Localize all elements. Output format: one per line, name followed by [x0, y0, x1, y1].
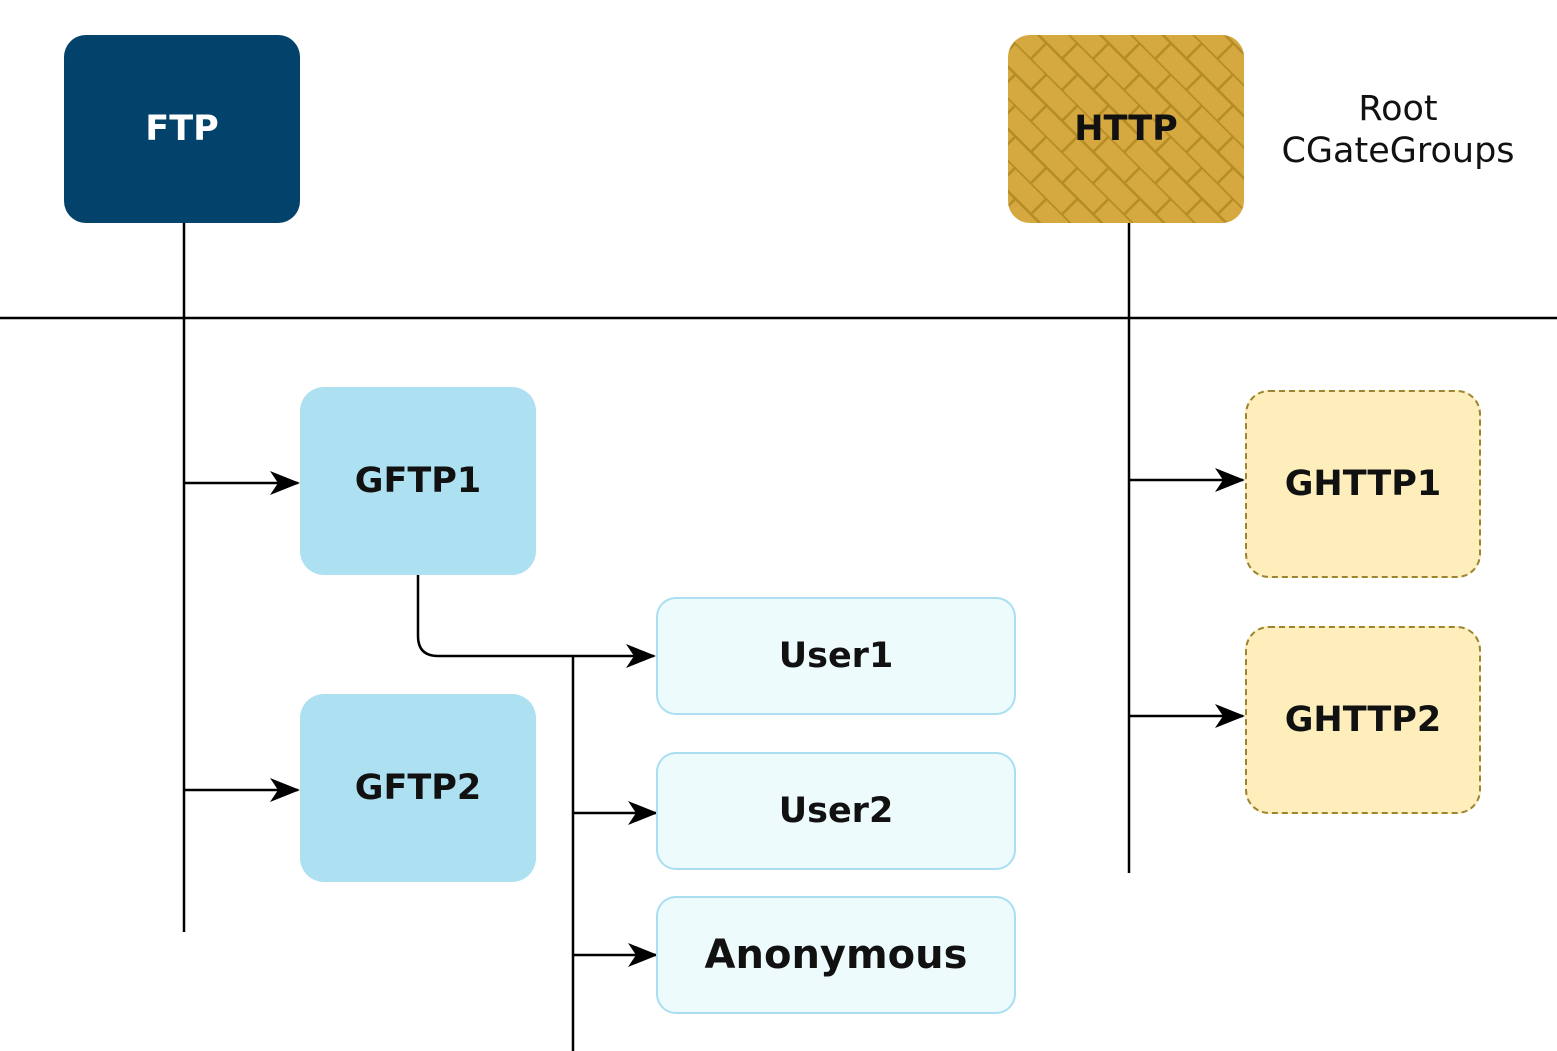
gftp2-node[interactable]: GFTP2 — [300, 694, 536, 882]
anonymous-node[interactable]: Anonymous — [656, 896, 1016, 1014]
root-label-line2: CGateGroups — [1281, 131, 1515, 171]
user1-node[interactable]: User1 — [656, 597, 1016, 715]
ghttp1-node[interactable]: GHTTP1 — [1245, 390, 1481, 578]
http-node[interactable]: HTTP — [1008, 35, 1244, 223]
ghttp2-node-label: GHTTP2 — [1284, 700, 1442, 740]
user2-node[interactable]: User2 — [656, 752, 1016, 870]
ghttp1-node-label: GHTTP1 — [1284, 464, 1442, 504]
ftp-node-label: FTP — [145, 109, 219, 149]
anonymous-node-label: Anonymous — [704, 932, 968, 978]
root-label: Root CGateGroups — [1262, 88, 1534, 172]
http-node-pattern — [1008, 35, 1244, 223]
ghttp2-node[interactable]: GHTTP2 — [1245, 626, 1481, 814]
edge-gftp1-user1 — [416, 575, 656, 668]
http-node-label: HTTP — [1074, 109, 1178, 149]
user2-node-label: User2 — [778, 791, 894, 831]
root-label-line1: Root — [1358, 89, 1438, 129]
user1-node-label: User1 — [778, 636, 894, 676]
ftp-node[interactable]: FTP — [64, 35, 300, 223]
gftp1-node[interactable]: GFTP1 — [300, 387, 536, 575]
gftp1-node-label: GFTP1 — [354, 461, 482, 501]
gftp2-node-label: GFTP2 — [354, 768, 482, 808]
